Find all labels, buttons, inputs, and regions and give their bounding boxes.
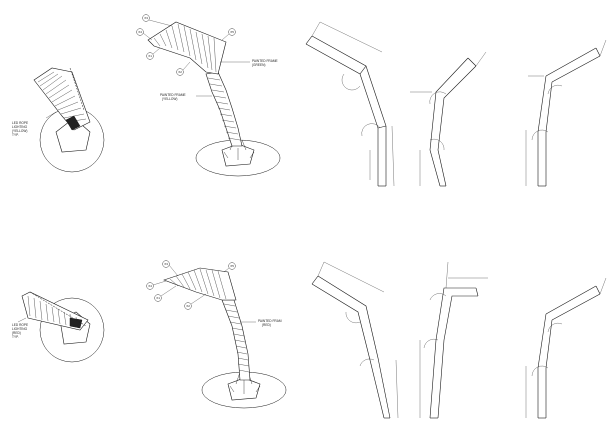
tag-label: X3 [164,262,168,266]
mount-detail [69,317,83,329]
tag-circle [136,28,144,36]
tag-circle [154,294,162,302]
tag-label: X1 [156,296,160,300]
note-line: (YELLOW) [12,129,27,133]
tag-circle [228,28,236,36]
base-circle [39,297,105,363]
elevation-top-3 [525,39,607,187]
plan-view-bottom [17,291,105,363]
note-line: LED ROPE [12,323,28,327]
tag-label: X1 [148,54,152,58]
note-line: (RED) [262,323,271,327]
tag-circle [176,68,184,76]
elevation-bottom-1 [311,261,399,419]
tag-label: X5 [230,30,234,34]
iso-top-notes: PAINTED FRAME (GREEN) PAINTED FRAME (YEL… [160,59,278,101]
note-line: PAINTED FRAME [252,59,278,63]
tag-label: X2 [178,70,182,74]
note-line: TYP. [12,335,19,339]
elevation-top-1 [305,21,395,187]
tag-circle [142,14,150,22]
tag-circle [146,282,154,290]
iso-view-bottom [146,260,287,409]
iso-bottom-note: PAINTED FRAM (RED) [258,319,282,327]
iso-top-tags: X3 X4 X5 X1 X2 [138,16,234,74]
iso-view-top [136,14,281,177]
iso-bottom-tags: X3 X4 X5 X1 X2 [148,262,234,308]
note-line: PAINTED FRAM [258,319,282,323]
plan-view-top [33,67,105,173]
note-line: LIGHTING [12,327,28,331]
tag-label: X3 [144,16,148,20]
tag-circle [146,52,154,60]
tag-label: X4 [148,284,152,288]
note-line: LED ROPE [12,121,28,125]
note-line: TYP. [12,133,19,137]
note-line: (RED) [12,331,21,335]
tag-label: X5 [230,264,234,268]
note-line: LIGHTING [12,125,28,129]
tag-circle [184,302,192,310]
mount-detail [65,115,81,131]
tag-circle [228,262,236,270]
tag-label: X4 [138,30,142,34]
elevation-bottom-3 [525,277,607,419]
tag-circle [162,260,170,268]
plan-top-note: LED ROPE LIGHTING (YELLOW) TYP. [12,121,28,137]
elevation-top-2 [410,51,487,187]
tag-label: X2 [186,304,190,308]
elevation-bottom-2 [419,261,488,419]
iso-arm [163,267,237,301]
note-line: (YELLOW) [162,97,177,101]
note-line: PAINTED FRAME [160,93,186,97]
note-line: (GREEN) [252,63,265,67]
arm-plan [33,67,91,131]
plan-bottom-note: LED ROPE LIGHTING (RED) TYP. [12,323,28,339]
